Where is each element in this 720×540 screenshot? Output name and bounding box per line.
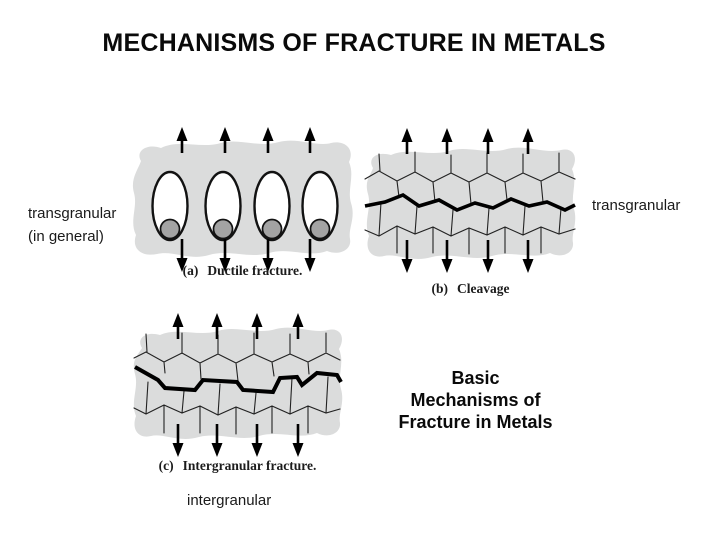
caption-b-prefix: (b) bbox=[431, 281, 449, 296]
caption-c-text: Intergranular fracture. bbox=[182, 458, 317, 473]
intergranular-fracture-diagram bbox=[133, 311, 343, 459]
callout-basic-mechanisms: Basic Mechanisms of Fracture in Metals bbox=[385, 367, 566, 433]
figure-ductile-fracture bbox=[125, 123, 360, 278]
grain-boundaries bbox=[364, 151, 576, 255]
ductile-fracture-diagram bbox=[132, 125, 353, 274]
caption-c-prefix: (c) bbox=[158, 458, 174, 473]
callout-line2: Mechanisms of bbox=[410, 390, 541, 410]
caption-b-text: Cleavage bbox=[457, 281, 510, 296]
label-transgranular-general-line2: (in general) bbox=[28, 228, 104, 245]
figure-cleavage bbox=[363, 126, 578, 276]
callout-line3: Fracture in Metals bbox=[398, 412, 553, 432]
caption-cleavage: (b) Cleavage bbox=[363, 281, 578, 297]
crack-line bbox=[364, 192, 576, 212]
microvoids bbox=[151, 170, 339, 242]
slide-title: MECHANISMS OF FRACTURE IN METALS bbox=[102, 29, 606, 57]
grain-boundaries bbox=[133, 332, 341, 435]
callout-line1: Basic bbox=[451, 368, 500, 388]
grain-blob bbox=[132, 140, 353, 257]
caption-intergranular-fracture: (c) Intergranular fracture. bbox=[130, 458, 345, 474]
label-transgranular-general-line1: transgranular bbox=[28, 205, 117, 222]
crack-line bbox=[134, 365, 343, 395]
cleavage-diagram bbox=[364, 126, 576, 275]
caption-ductile-fracture: (a) Ductile fracture. bbox=[125, 263, 360, 279]
figure-intergranular-fracture bbox=[130, 310, 345, 460]
label-transgranular-right: transgranular bbox=[592, 197, 681, 214]
label-transgranular-general: transgranular (in general) bbox=[28, 202, 116, 248]
caption-a-text: Ductile fracture. bbox=[207, 263, 303, 278]
label-intergranular: intergranular bbox=[187, 492, 272, 509]
caption-a-prefix: (a) bbox=[182, 263, 199, 278]
